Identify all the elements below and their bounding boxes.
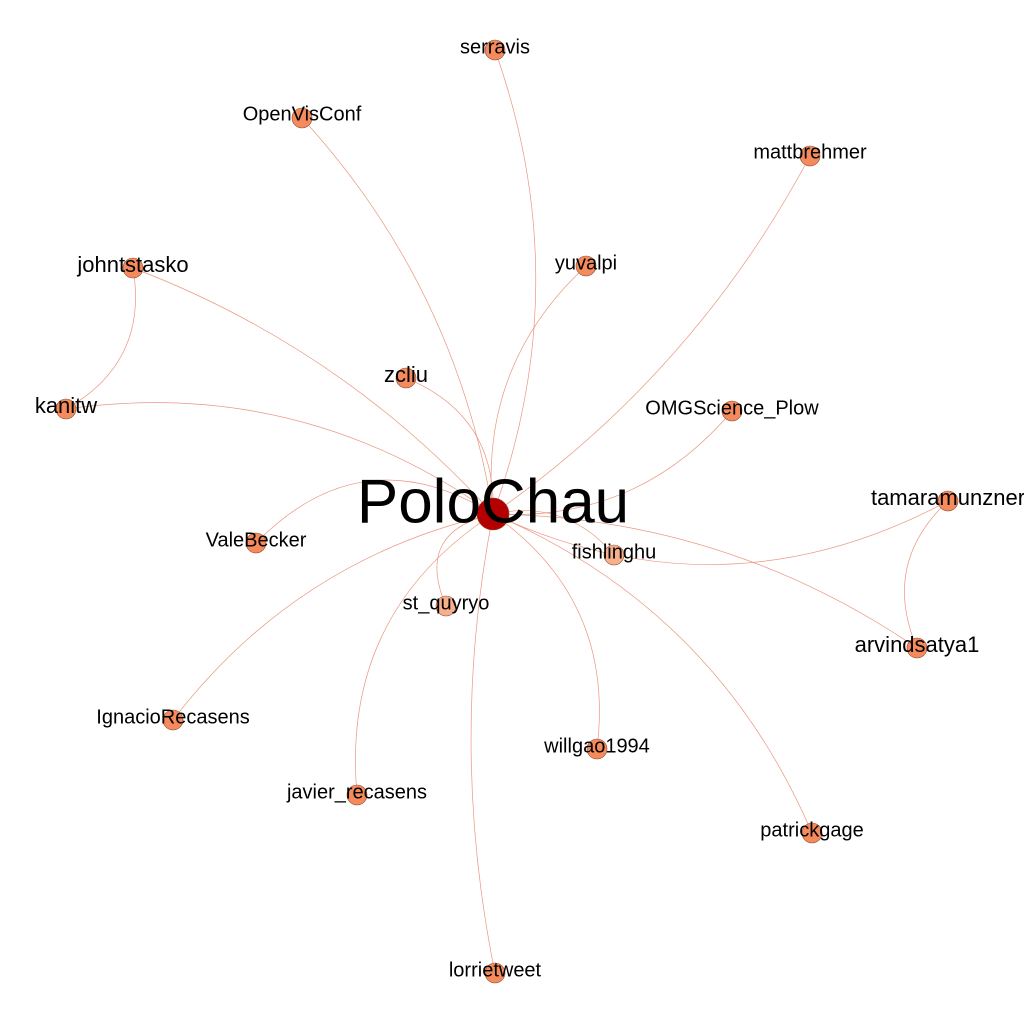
node-label-IgnacioRecasens: IgnacioRecasens xyxy=(96,706,249,728)
edge-PoloChau-tamaramunzner xyxy=(492,500,949,565)
node-label-willgao1994: willgao1994 xyxy=(543,735,650,757)
edge-PoloChau-lorrietweet xyxy=(470,513,496,974)
node-PoloChau[interactable] xyxy=(476,497,510,531)
node-label-ValeBecker: ValeBecker xyxy=(206,529,307,551)
node-label-lorrietweet: lorrietweet xyxy=(449,959,542,981)
edge-PoloChau-javier_recasens xyxy=(355,513,494,796)
edge-PoloChau-mattbrehmer xyxy=(492,155,811,515)
node-lorrietweet[interactable] xyxy=(484,962,506,984)
edge-PoloChau-johntstasko xyxy=(132,267,494,515)
node-label-fishlinghu: fishlinghu xyxy=(572,541,657,563)
nodes-layer xyxy=(55,39,959,984)
edge-PoloChau-OpenVisConf xyxy=(301,117,494,515)
node-label-yuvalpi: yuvalpi xyxy=(555,252,617,274)
edge-PoloChau-serravis xyxy=(492,49,537,515)
node-label-kanitw: kanitw xyxy=(35,393,97,418)
node-st_quyryo[interactable] xyxy=(435,595,457,617)
node-kanitw[interactable] xyxy=(55,398,77,420)
node-OMGScience_Plow[interactable] xyxy=(721,400,743,422)
node-patrickgage[interactable] xyxy=(801,822,823,844)
edges-layer xyxy=(65,49,949,974)
node-label-st_quyryo: st_quyryo xyxy=(403,592,490,614)
node-label-tamaramunzner: tamaramunzner xyxy=(871,485,1024,510)
edge-johntstasko-kanitw xyxy=(65,267,136,410)
edge-PoloChau-patrickgage xyxy=(492,513,813,834)
node-IgnacioRecasens[interactable] xyxy=(162,709,184,731)
edge-PoloChau-st_quyryo xyxy=(436,513,494,607)
node-javier_recasens[interactable] xyxy=(346,784,368,806)
node-label-johntstasko: johntstasko xyxy=(76,252,188,277)
node-label-PoloChau: PoloChau xyxy=(357,467,629,536)
node-fishlinghu[interactable] xyxy=(603,544,625,566)
node-label-patrickgage: patrickgage xyxy=(760,819,863,841)
node-willgao1994[interactable] xyxy=(586,738,608,760)
node-arvindsatya1[interactable] xyxy=(906,637,928,659)
node-label-arvindsatya1: arvindsatya1 xyxy=(855,632,980,657)
edge-PoloChau-arvindsatya1 xyxy=(492,513,918,649)
node-ValeBecker[interactable] xyxy=(245,532,267,554)
edge-tamaramunzner-arvindsatya1 xyxy=(904,500,949,649)
node-label-OpenVisConf: OpenVisConf xyxy=(243,103,362,125)
node-OpenVisConf[interactable] xyxy=(291,107,313,129)
edge-PoloChau-ValeBecker xyxy=(255,479,494,544)
node-label-mattbrehmer: mattbrehmer xyxy=(753,141,867,163)
edge-PoloChau-OMGScience_Plow xyxy=(492,410,733,515)
node-serravis[interactable] xyxy=(484,39,506,61)
node-label-serravis: serravis xyxy=(460,36,530,58)
edge-PoloChau-willgao1994 xyxy=(492,513,600,750)
node-label-OMGScience_Plow: OMGScience_Plow xyxy=(645,397,819,419)
edge-PoloChau-IgnacioRecasens xyxy=(172,513,494,721)
node-tamaramunzner[interactable] xyxy=(937,490,959,512)
edge-PoloChau-kanitw xyxy=(65,402,494,515)
node-label-javier_recasens: javier_recasens xyxy=(286,781,427,803)
edge-PoloChau-zcliu xyxy=(405,377,494,515)
node-zcliu[interactable] xyxy=(395,367,417,389)
node-label-zcliu: zcliu xyxy=(384,362,428,387)
node-johntstasko[interactable] xyxy=(122,257,144,279)
node-mattbrehmer[interactable] xyxy=(799,145,821,167)
node-yuvalpi[interactable] xyxy=(575,255,597,277)
